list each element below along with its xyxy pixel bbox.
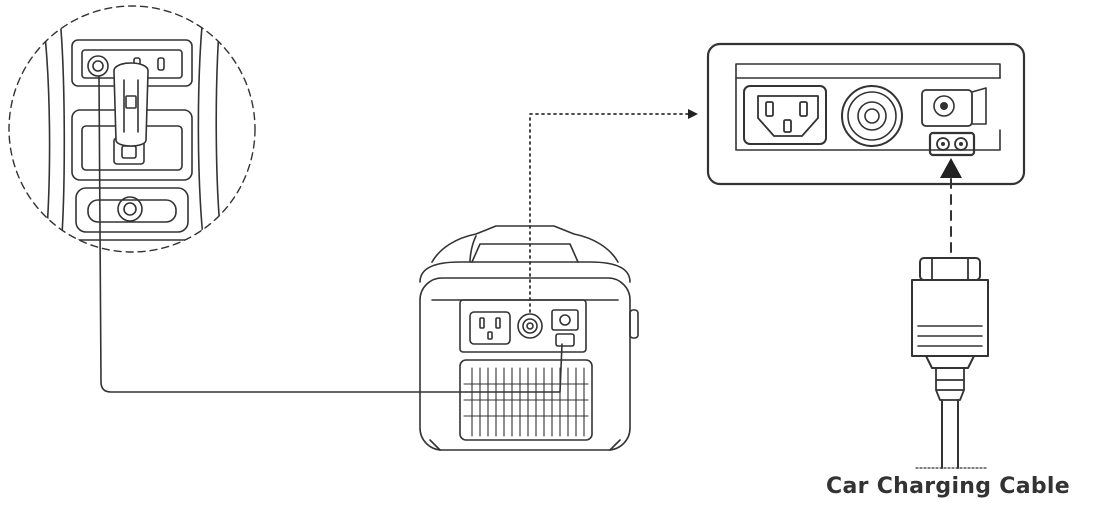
power-station [419, 225, 639, 451]
car-charging-plug [911, 257, 989, 469]
car-charging-cable-label: Car Charging Cable [826, 474, 1070, 499]
detail-pointer-line [529, 109, 698, 313]
usb-cable [98, 75, 563, 393]
zoom-detail-circle [8, 5, 256, 253]
enlarged-port-panel [706, 42, 1026, 186]
insert-arrowhead [940, 158, 962, 178]
